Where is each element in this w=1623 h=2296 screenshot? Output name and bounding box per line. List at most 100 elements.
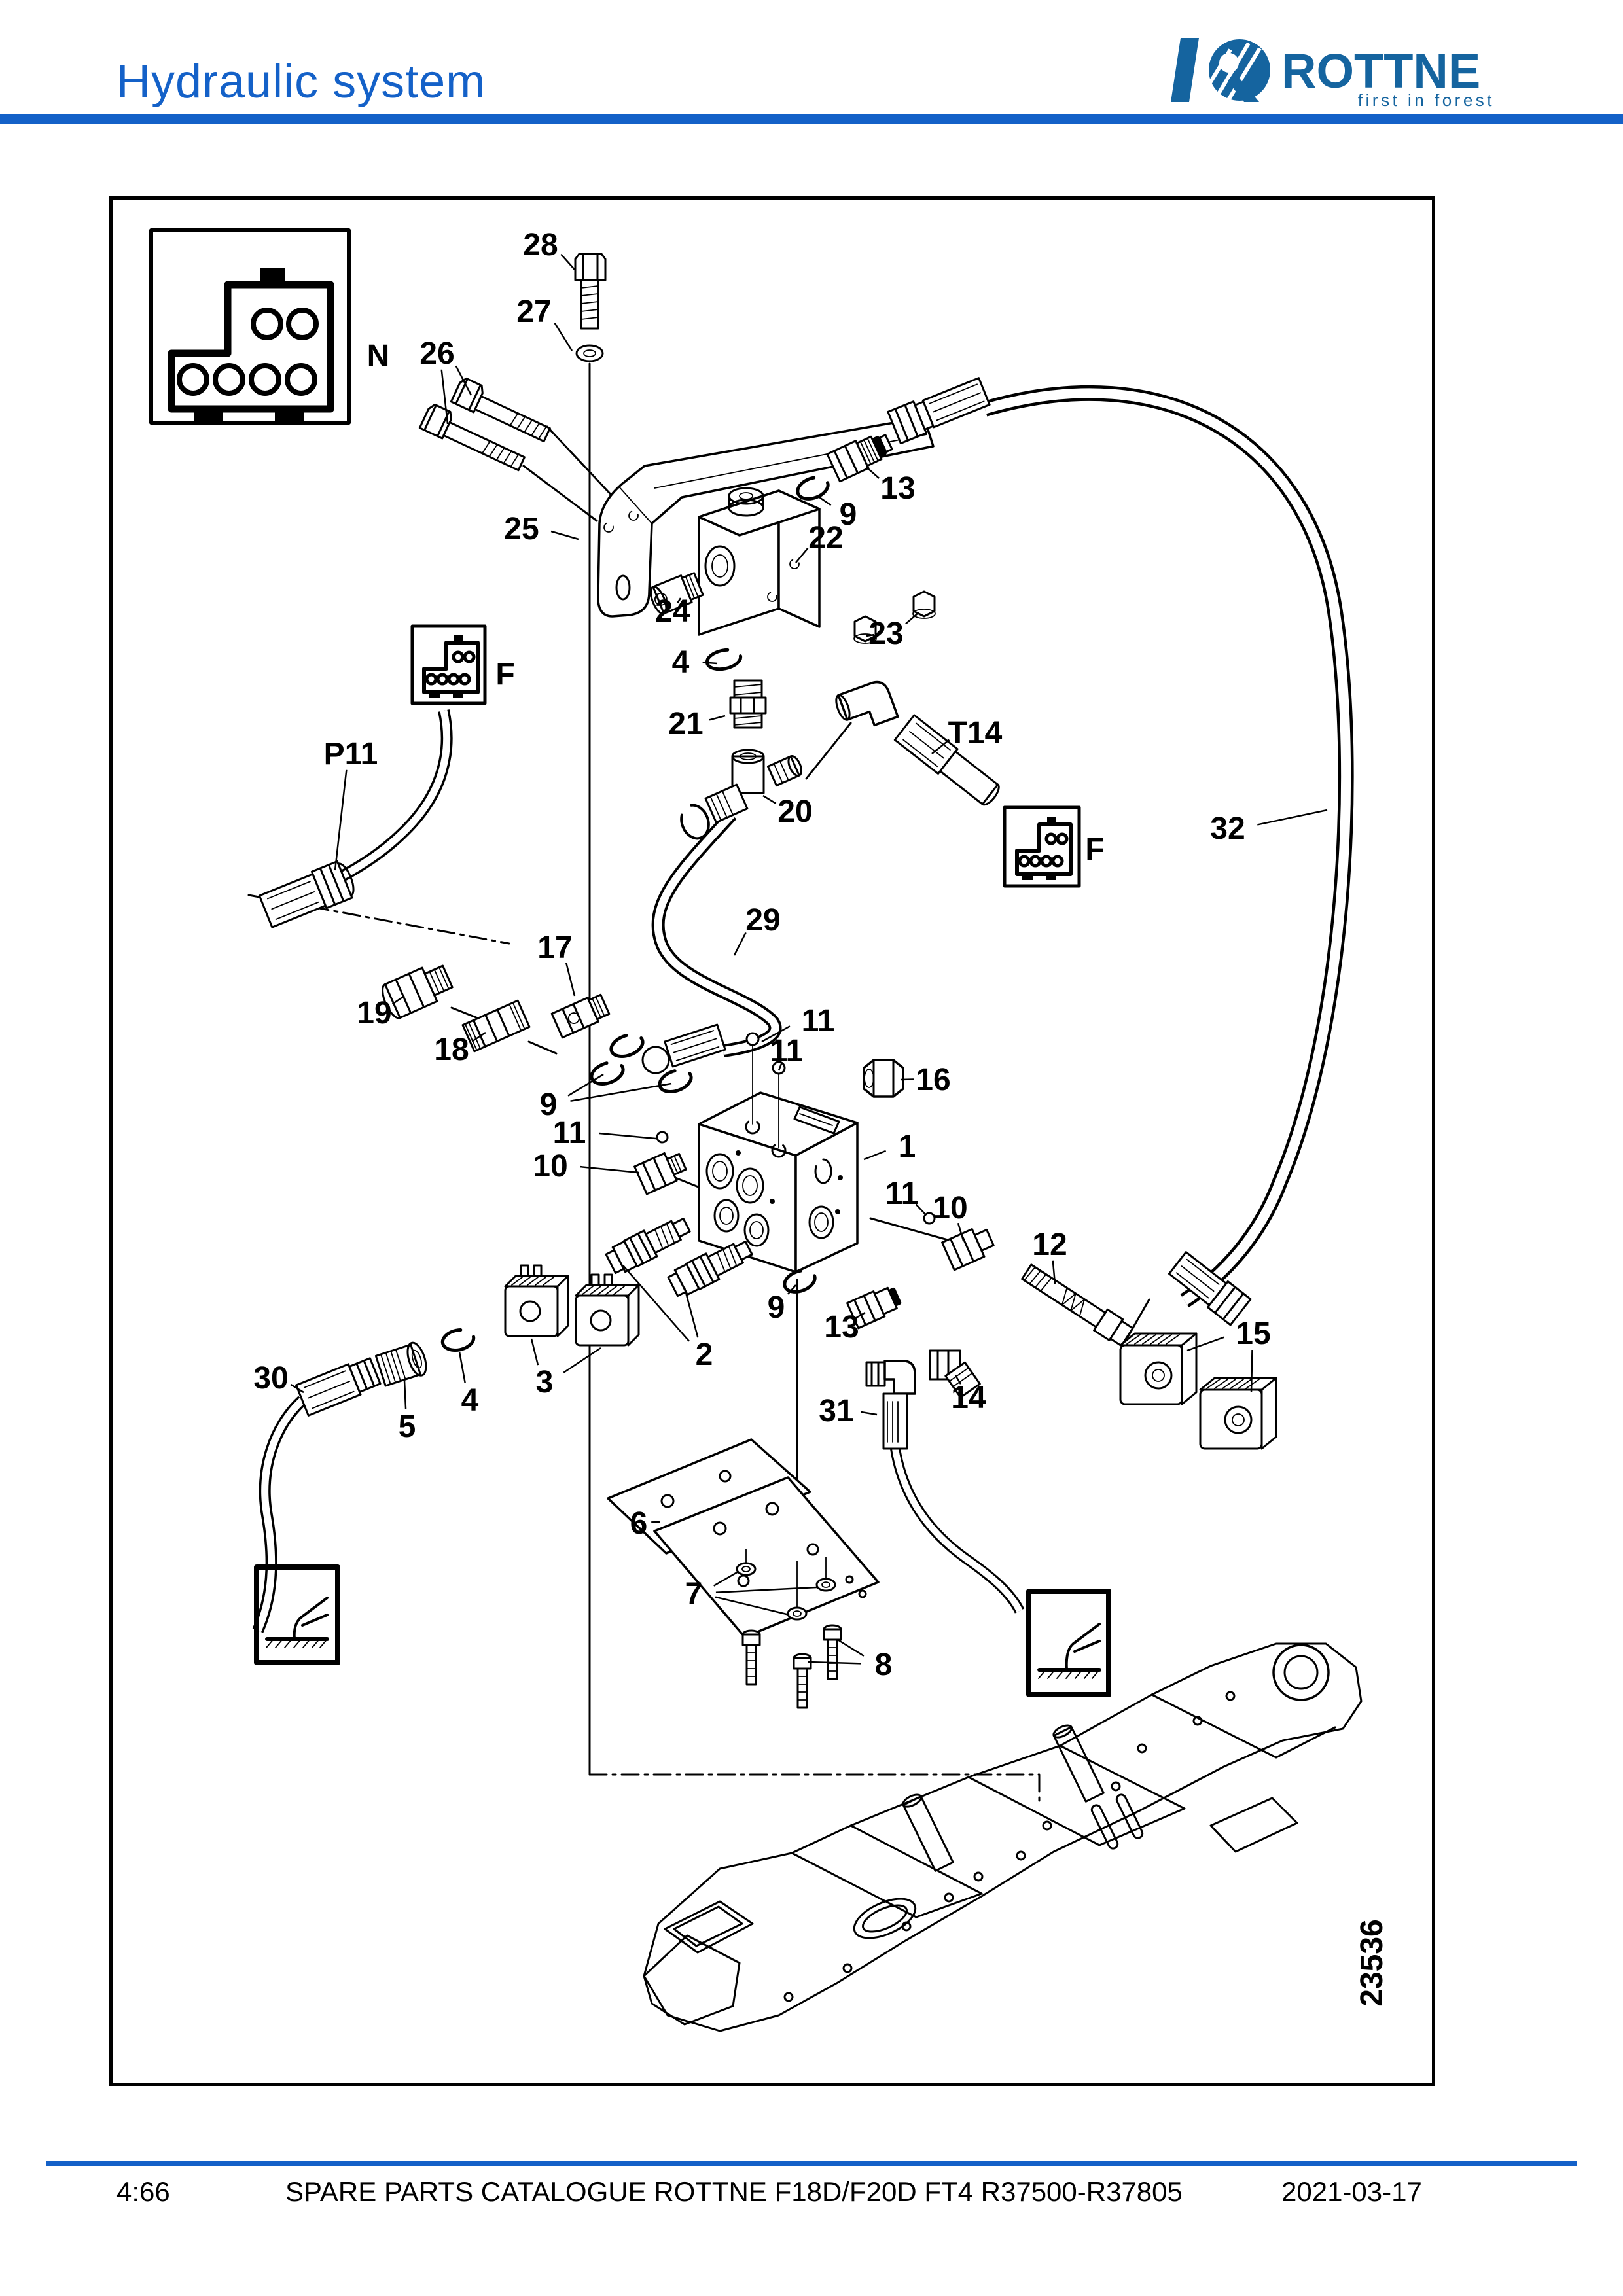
part-callout-24: 24 bbox=[655, 594, 690, 629]
fitting-13b bbox=[846, 1286, 902, 1330]
tee-fitting-20 bbox=[680, 749, 803, 840]
leader-line bbox=[702, 662, 718, 665]
fitting-10-right bbox=[941, 1227, 995, 1271]
leader-line bbox=[795, 548, 809, 563]
leader-line bbox=[455, 365, 473, 396]
bulkhead-fitting-5 bbox=[374, 1341, 427, 1387]
leader-line bbox=[567, 1073, 604, 1097]
hose-30-coupler bbox=[295, 1357, 382, 1417]
leader-line bbox=[715, 1596, 790, 1616]
cartridge-valve-2a bbox=[605, 1218, 691, 1275]
footer-divider-line bbox=[46, 2161, 1577, 2166]
leader-line bbox=[837, 1638, 865, 1657]
leader-line bbox=[599, 1132, 656, 1140]
leader-line bbox=[733, 932, 747, 956]
hose-31 bbox=[890, 1447, 1025, 1614]
bolt-26b bbox=[418, 403, 526, 472]
part-callout-27: 27 bbox=[516, 294, 551, 329]
leader-line bbox=[570, 1082, 672, 1103]
frame-ground-box-left bbox=[254, 1564, 340, 1665]
rottne-emblem-icon bbox=[1171, 38, 1270, 103]
leader-line bbox=[713, 1570, 739, 1587]
part-callout-10: 10 bbox=[933, 1191, 967, 1226]
leader-line bbox=[471, 1031, 486, 1042]
leader-line bbox=[787, 1284, 796, 1295]
flange-nuts-23 bbox=[853, 590, 936, 644]
frame-ground-box-right bbox=[1026, 1589, 1111, 1697]
seal-ring-9c bbox=[783, 1269, 817, 1294]
part-callout-9: 9 bbox=[540, 1087, 558, 1122]
seal-ring-9b3 bbox=[658, 1069, 693, 1093]
elbow-hose-t14 bbox=[835, 680, 1000, 806]
leader-line bbox=[761, 1025, 791, 1043]
part-callout-17: 17 bbox=[537, 930, 572, 965]
solenoid-coil-15a bbox=[1119, 1332, 1198, 1405]
part-callout-13: 13 bbox=[880, 471, 915, 506]
leader-line bbox=[677, 597, 682, 604]
part-callout-2: 2 bbox=[696, 1337, 713, 1372]
part-callout-28: 28 bbox=[523, 228, 558, 262]
seal-ring-9b2 bbox=[609, 1033, 645, 1058]
seal-ring-9a bbox=[796, 476, 830, 501]
part-callout-15: 15 bbox=[1236, 1316, 1270, 1351]
connector-f-left-icon bbox=[422, 641, 480, 694]
stud-12 bbox=[1021, 1263, 1134, 1347]
elbow-31 bbox=[865, 1360, 916, 1395]
connector-label-N: N bbox=[367, 339, 390, 374]
page-title: Hydraulic system bbox=[116, 56, 486, 108]
part-callout-T14: T14 bbox=[948, 716, 1003, 751]
connector-box-n bbox=[149, 228, 351, 425]
hose-32-bottom-fitting bbox=[1168, 1251, 1252, 1326]
leader-line bbox=[563, 1347, 601, 1373]
leader-line bbox=[1186, 1336, 1224, 1352]
bolt-28 bbox=[574, 253, 607, 330]
part-callout-13: 13 bbox=[824, 1310, 859, 1345]
solenoid-coil-3b bbox=[575, 1273, 640, 1347]
leader-line bbox=[866, 633, 875, 637]
leader-line bbox=[1257, 809, 1328, 826]
leader-line bbox=[855, 1311, 866, 1319]
part-callout-21: 21 bbox=[668, 707, 703, 741]
connector-box-f-left bbox=[410, 624, 487, 705]
elbow-14 bbox=[929, 1349, 981, 1399]
leader-line bbox=[290, 1383, 304, 1394]
part-callout-9: 9 bbox=[840, 497, 857, 532]
fitting-13 bbox=[826, 434, 893, 483]
part-callout-30: 30 bbox=[253, 1361, 288, 1396]
seal-ring-4a bbox=[705, 648, 743, 671]
part-callout-20: 20 bbox=[777, 794, 812, 829]
leader-line bbox=[915, 1203, 926, 1215]
leader-line bbox=[683, 1287, 699, 1338]
valve-block-22 bbox=[698, 487, 821, 636]
leader-line bbox=[905, 612, 919, 625]
part-callout-22: 22 bbox=[808, 521, 843, 556]
part-callout-25: 25 bbox=[504, 512, 539, 546]
leader-line bbox=[530, 1338, 539, 1366]
manifold-block-1 bbox=[698, 1091, 859, 1273]
leader-line bbox=[580, 1165, 639, 1174]
connector-f-right-icon bbox=[1015, 822, 1073, 876]
leader-line bbox=[954, 1375, 962, 1385]
leader-line bbox=[957, 1222, 965, 1241]
leader-line bbox=[709, 715, 726, 721]
fitting-17 bbox=[550, 993, 611, 1039]
part-callout-16: 16 bbox=[916, 1063, 950, 1097]
leader-line bbox=[622, 1265, 690, 1342]
part-callout-5: 5 bbox=[399, 1409, 416, 1444]
leader-line bbox=[762, 794, 777, 805]
header-divider-bar bbox=[0, 114, 1623, 124]
hose-32 bbox=[982, 385, 1354, 1308]
diagram-border-frame bbox=[109, 196, 1435, 2086]
part-callout-11: 11 bbox=[553, 1116, 586, 1150]
hose-29-end bbox=[641, 1023, 726, 1074]
construction-lines bbox=[247, 362, 1150, 1802]
footer-catalogue-title: SPARE PARTS CATALOGUE ROTTNE F18D/F20D F… bbox=[285, 2176, 1183, 2207]
leader-line bbox=[550, 530, 579, 540]
p11-coupler bbox=[258, 860, 355, 928]
part-callout-4: 4 bbox=[461, 1383, 479, 1418]
part-callout-11: 11 bbox=[802, 1004, 835, 1038]
washers-7 bbox=[736, 1549, 836, 1621]
leader-line bbox=[1250, 1349, 1253, 1393]
solenoid-coil-15b bbox=[1199, 1377, 1277, 1450]
